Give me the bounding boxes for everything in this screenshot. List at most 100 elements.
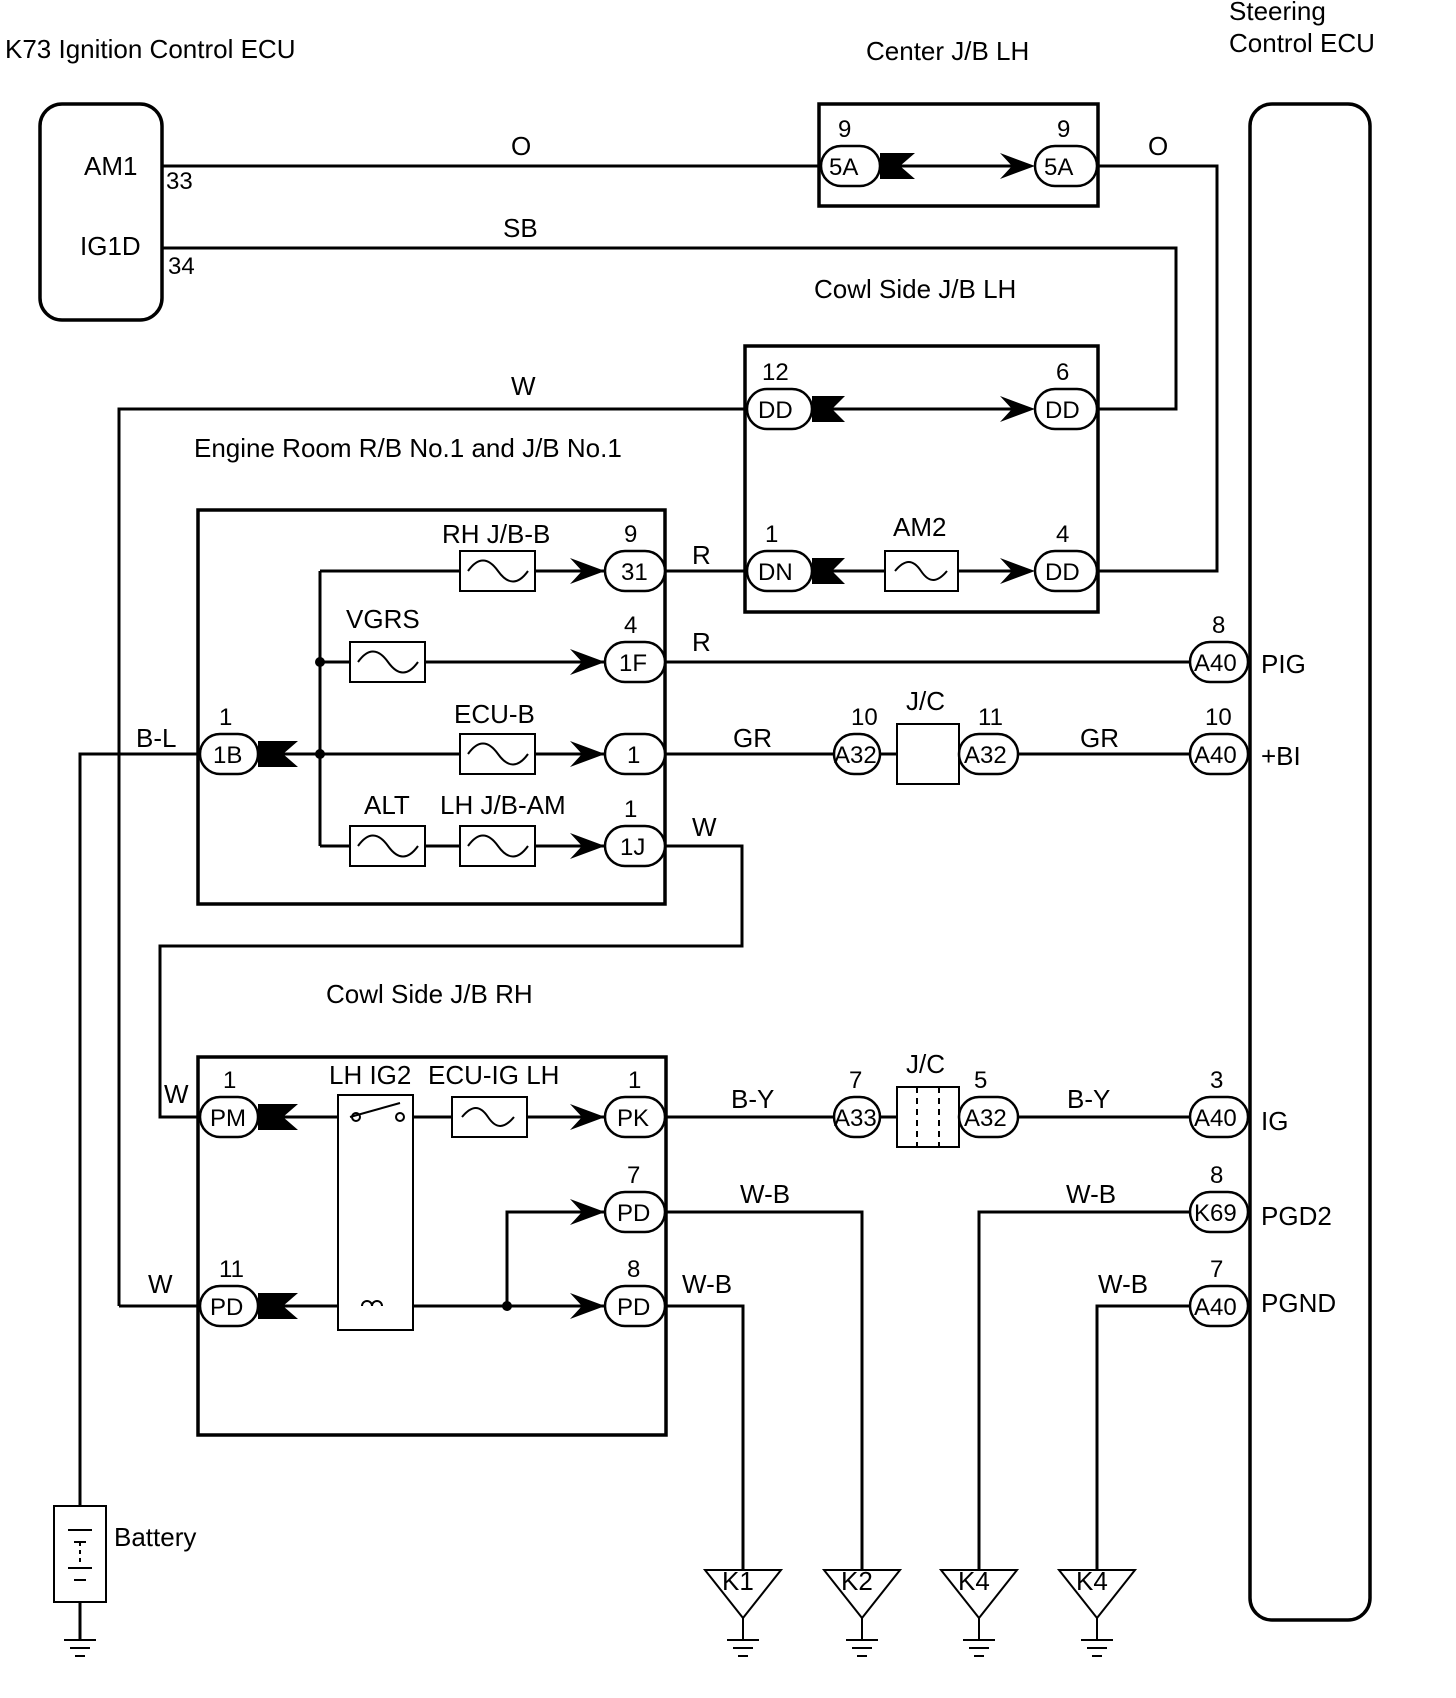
fuse-rh-jbb-label: RH J/B-B <box>442 519 550 549</box>
jc2-conn-right: A32 <box>964 1105 1007 1132</box>
steering-a40-pgnd: A40 <box>1194 1294 1237 1321</box>
er-pin-1b: 1 <box>219 704 232 731</box>
ignition-ecu-ig1d: IG1D <box>80 231 141 261</box>
relay-lhig2-label: LH IG2 <box>329 1060 411 1090</box>
cowl-rh-pk-pin: 1 <box>628 1067 641 1094</box>
wire-sb: SB <box>503 213 538 243</box>
ground-k4-a-label: K4 <box>958 1566 990 1596</box>
connector-arrows <box>258 153 1035 1319</box>
steering-pin-10: 10 <box>1205 704 1232 731</box>
cowl-rh-pd-7: PD <box>617 1200 650 1227</box>
steering-a40-pig: A40 <box>1194 650 1237 677</box>
wire-w-1j: W <box>692 812 717 842</box>
cowl-rh-internals: LH IG2 ECU-IG LH <box>258 1060 605 1331</box>
steering-bi-label: +BI <box>1261 741 1301 771</box>
fuse-ecuig-label: ECU-IG LH <box>428 1060 559 1090</box>
cowl-lh-dd-4: DD <box>1045 559 1080 586</box>
jc2-label: J/C <box>906 1049 945 1079</box>
steering-pgnd-label: PGND <box>1261 1288 1336 1318</box>
jc2-pin-right: 5 <box>974 1067 987 1094</box>
steering-pig-label: PIG <box>1261 649 1306 679</box>
fuse-lhjbam-label: LH J/B-AM <box>440 790 566 820</box>
ground-k2-label: K2 <box>841 1566 873 1596</box>
center-pin-9-left: 9 <box>838 116 851 143</box>
fuse-vgrs-label: VGRS <box>346 604 420 634</box>
jc2-conn-left: A33 <box>834 1105 877 1132</box>
cowl-side-jb-lh: Cowl Side J/B LH <box>743 274 1100 614</box>
cowl-rh-title: Cowl Side J/B RH <box>326 979 533 1009</box>
steering-k69-pgd2: K69 <box>1194 1200 1237 1227</box>
battery-icon: Battery <box>53 1505 196 1657</box>
cowl-lh-dn: DN <box>758 559 793 586</box>
ground-k2: K2 <box>821 1566 903 1657</box>
steering-pgd2-label: PGD2 <box>1261 1201 1332 1231</box>
center-conn-5a-left: 5A <box>829 154 858 181</box>
ground-k1: K1 <box>702 1566 784 1657</box>
jc-connector-2: J/C <box>880 1049 972 1148</box>
cowl-lh-dd-12: DD <box>758 397 793 424</box>
wire-labels: O O SB W R R B-L GR GR W W W B-Y B-Y W-B… <box>136 131 1168 1299</box>
ignition-ecu-pin-34: 34 <box>168 253 195 280</box>
engine-room-rb: Engine Room R/B No.1 and J/B No.1 <box>194 433 667 906</box>
er-conn-1f: 1F <box>619 650 647 677</box>
cowl-lh-dd-6: DD <box>1045 397 1080 424</box>
ground-k4-b: K4 <box>1056 1566 1138 1657</box>
wire-r-2: R <box>692 627 711 657</box>
er-pin-1j: 1 <box>624 796 637 823</box>
steering-ig-label: IG <box>1261 1106 1288 1136</box>
wire-wb-k69: W-B <box>1066 1179 1116 1209</box>
fuse-icon <box>349 550 536 867</box>
cowl-rh-pm: PM <box>210 1105 246 1132</box>
jc1-label: J/C <box>906 686 945 716</box>
er-conn-31: 31 <box>621 559 648 586</box>
cowl-rh-pk: PK <box>617 1105 649 1132</box>
cowl-lh-pin-4: 4 <box>1056 521 1069 548</box>
er-pin-9: 9 <box>624 521 637 548</box>
ignition-control-ecu: K73 Ignition Control ECU AM1 IG1D 33 34 <box>5 34 295 322</box>
steering-ecu-title-2: Control ECU <box>1229 28 1375 58</box>
terminals: 5A 9 5A 9 DD 12 DD 6 DN 1 DD 4 31 9 1F 4… <box>198 116 1250 1328</box>
wire-gr-2: GR <box>1080 723 1119 753</box>
wire-o-2: O <box>1148 131 1168 161</box>
wire-by-2: B-Y <box>1067 1084 1110 1114</box>
center-jb-title: Center J/B LH <box>866 36 1029 66</box>
steering-pin-7: 7 <box>1210 1256 1223 1283</box>
jc1-conn-right: A32 <box>964 742 1007 769</box>
er-conn-1: 1 <box>627 742 640 769</box>
jc1-conn-left: A32 <box>834 742 877 769</box>
wire-r-1: R <box>692 540 711 570</box>
fuse-ecub-label: ECU-B <box>454 699 535 729</box>
cowl-rh-pin-8: 8 <box>627 1256 640 1283</box>
center-pin-9-right: 9 <box>1057 116 1070 143</box>
cowl-rh-pm-pin: 1 <box>223 1067 236 1094</box>
cowl-lh-pin-12: 12 <box>762 359 789 386</box>
ground-k4-a: K4 <box>938 1566 1020 1657</box>
steering-pin-8: 8 <box>1212 612 1225 639</box>
center-conn-5a-right: 5A <box>1044 154 1073 181</box>
jc1-pin-right: 11 <box>978 704 1003 731</box>
steering-pin-3: 3 <box>1210 1067 1223 1094</box>
wire-w-pm: W <box>164 1079 189 1109</box>
cowl-lh-pin-1: 1 <box>765 521 778 548</box>
er-conn-1j: 1J <box>620 834 645 861</box>
fuse-am2-label: AM2 <box>893 512 946 542</box>
cowl-rh-pin-7: 7 <box>627 1162 640 1189</box>
wire-bl: B-L <box>136 723 176 753</box>
wire-o-1: O <box>511 131 531 161</box>
wire-w-pd: W <box>148 1269 173 1299</box>
wire-gr-1: GR <box>733 723 772 753</box>
wire-wb-pd7: W-B <box>740 1179 790 1209</box>
steering-a40-ig: A40 <box>1194 1105 1237 1132</box>
fuse-alt-label: ALT <box>364 790 410 820</box>
jc2-pin-left: 7 <box>849 1067 862 1094</box>
cowl-side-jb-rh: Cowl Side J/B RH <box>196 979 668 1437</box>
steering-k69-pin-8: 8 <box>1210 1162 1223 1189</box>
er-conn-1b: 1B <box>213 742 242 769</box>
cowl-rh-pin-11: 11 <box>219 1256 244 1283</box>
cowl-rh-pd-8: PD <box>617 1294 650 1321</box>
cowl-lh-internals: AM2 <box>812 407 1012 592</box>
steering-a40-bi: A40 <box>1194 742 1237 769</box>
ignition-ecu-am1: AM1 <box>84 151 137 181</box>
wires <box>78 164 1219 1570</box>
steering-control-ecu: Steering Control ECU PIG +BI IG PGD2 PGN… <box>1229 0 1375 1622</box>
